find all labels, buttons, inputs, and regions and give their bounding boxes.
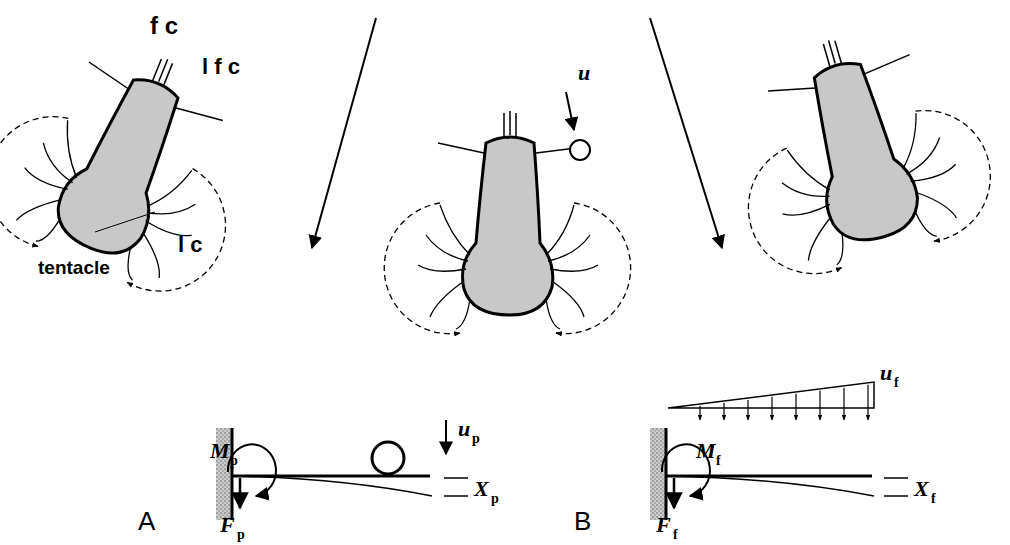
variable-label: F — [656, 514, 671, 536]
variable-label: X — [914, 478, 929, 500]
subscript: p — [491, 492, 499, 506]
variable-label: u — [578, 62, 590, 84]
subscript: f — [931, 492, 936, 506]
load-arrow — [843, 388, 844, 420]
variable-label: u — [458, 418, 470, 440]
cilia-label: f c — [150, 14, 178, 38]
load-arrow — [819, 391, 820, 420]
subscript: f — [673, 528, 678, 542]
subscript: p — [237, 528, 245, 542]
panel-letter: B — [574, 508, 591, 534]
load-arrow — [867, 385, 868, 420]
load-arrow — [747, 400, 748, 420]
cilia-label: l c — [178, 234, 202, 256]
load-arrow — [771, 397, 772, 420]
subscript: p — [472, 432, 480, 446]
variable-label: M — [210, 440, 230, 462]
subscript: f — [894, 376, 899, 390]
variable-label: M — [696, 440, 716, 462]
variable-label: X — [474, 478, 489, 500]
subscript: f — [716, 454, 721, 468]
variable-label: u — [880, 362, 892, 384]
panel-letter: A — [138, 508, 155, 534]
load-arrow — [795, 394, 796, 420]
load-arrow — [699, 406, 700, 420]
load-arrow — [723, 403, 724, 420]
subscript: p — [230, 454, 238, 468]
cilia-label: l f c — [202, 56, 240, 78]
part-label: tentacle — [38, 258, 110, 277]
variable-label: F — [220, 514, 235, 536]
